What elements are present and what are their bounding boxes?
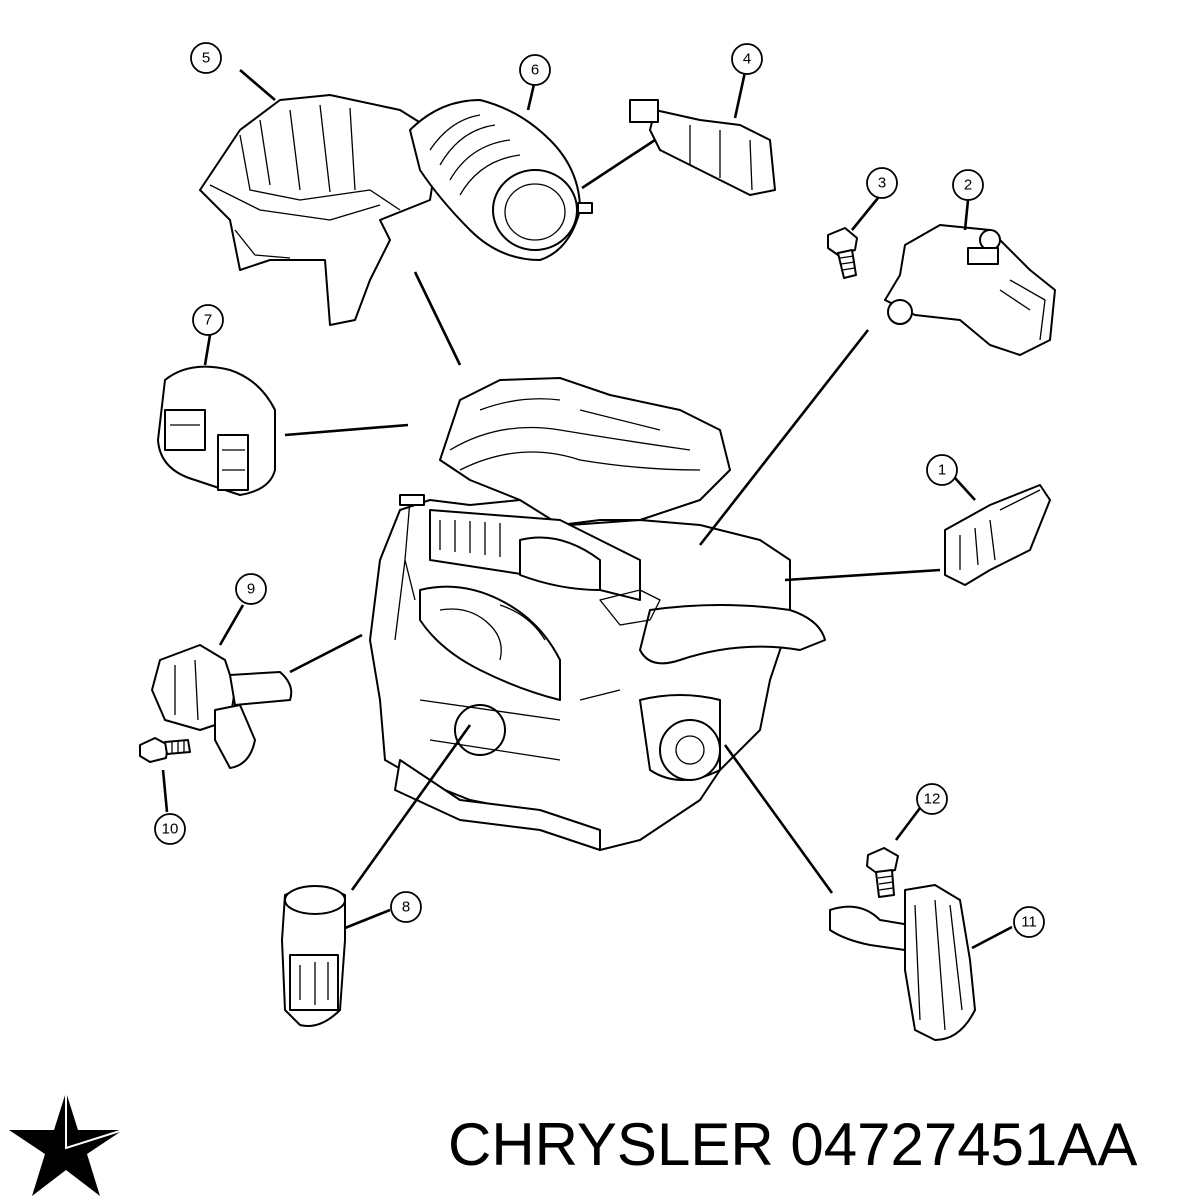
- callout-label: 1: [938, 462, 946, 479]
- part-12-bolt: [866, 847, 899, 898]
- callout-label: 7: [204, 312, 212, 329]
- callout-7: 7: [192, 304, 224, 336]
- callout-label: 4: [743, 51, 751, 68]
- callout-label: 8: [402, 899, 410, 916]
- part-2-map-sensor: [884, 224, 1056, 356]
- callout-3: 3: [866, 167, 898, 199]
- callout-12: 12: [916, 783, 948, 815]
- callout-11: 11: [1013, 906, 1045, 938]
- part-3-bolt: [827, 227, 858, 279]
- callout-label: 9: [247, 581, 255, 598]
- callout-label: 2: [964, 177, 972, 194]
- callout-label: 12: [924, 791, 941, 808]
- callout-5: 5: [190, 42, 222, 74]
- part-9-sensor: [151, 644, 293, 769]
- callout-4: 4: [731, 43, 763, 75]
- intake-hose: [409, 99, 593, 261]
- part-1-sensor: [944, 484, 1051, 586]
- part-11-sensor: [829, 884, 976, 1041]
- callout-label: 3: [878, 175, 886, 192]
- callout-9: 9: [235, 573, 267, 605]
- callout-10: 10: [154, 813, 186, 845]
- brand-name: CHRYSLER: [448, 1111, 774, 1178]
- part-4-sensor: [629, 99, 776, 196]
- callout-label: 6: [531, 62, 539, 79]
- part-8-sensor: [281, 885, 346, 1027]
- part-10-bolt: [139, 737, 191, 763]
- callout-label: 10: [162, 821, 179, 838]
- part-number: 04727451AA: [790, 1111, 1138, 1178]
- callout-2: 2: [952, 169, 984, 201]
- callout-1: 1: [926, 454, 958, 486]
- engine-assembly: [369, 377, 826, 851]
- callout-label: 5: [202, 50, 210, 67]
- callout-8: 8: [390, 891, 422, 923]
- chrysler-pentastar-logo: [9, 1092, 124, 1196]
- callout-label: 11: [1021, 914, 1037, 931]
- air-cleaner-housing: [199, 94, 441, 326]
- callout-6: 6: [519, 54, 551, 86]
- footer-part-title: CHRYSLER 04727451AA: [448, 1110, 1193, 1180]
- part-7-throttle-sensor: [157, 365, 276, 496]
